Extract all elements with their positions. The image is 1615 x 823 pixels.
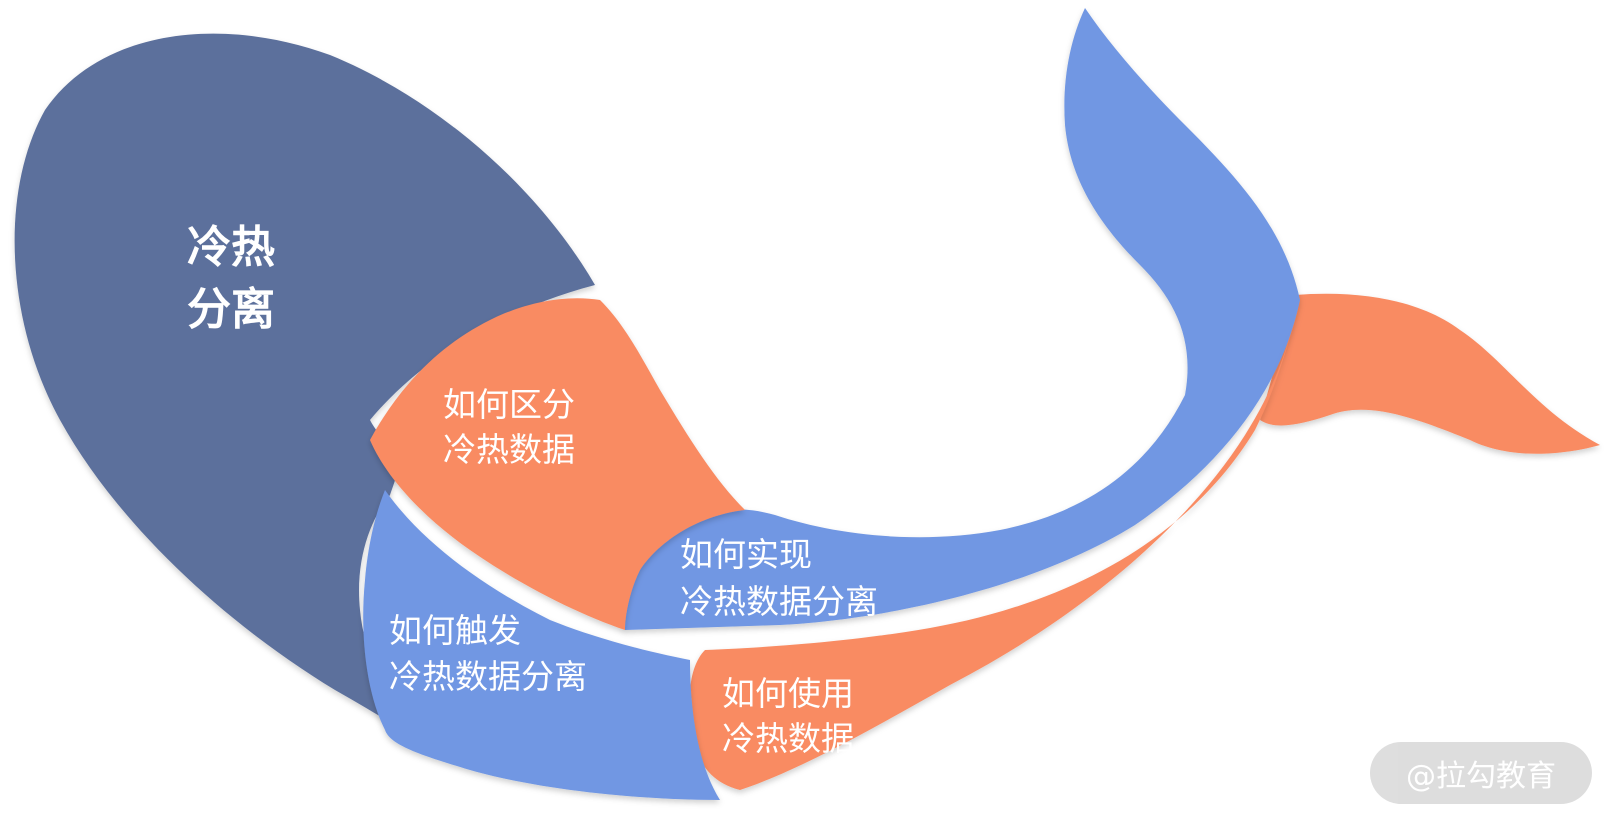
segment-distinguish-line1: 如何区分 [443,385,575,424]
segment-implement-line1: 如何实现 [680,535,812,574]
head-title-line2: 分离 [187,284,275,335]
segment-trigger-line2: 冷热数据分离 [389,657,587,696]
segment-distinguish-shape [370,298,745,630]
segment-trigger-shape [363,490,720,800]
segment-use-line2: 冷热数据 [722,719,854,758]
tail-fin-orange [1260,293,1600,454]
head-title-line1: 冷热 [187,222,275,273]
segment-use-shape [689,300,1300,790]
segment-trigger-line1: 如何触发 [389,611,521,650]
segment-distinguish-line2: 冷热数据 [443,430,575,469]
watermark-text: @拉勾教育 [1406,759,1556,794]
tail-fin-blue [621,8,1300,630]
watermark-badge: @拉勾教育 [1370,742,1592,804]
head-shape [14,33,595,736]
segment-implement-line2: 冷热数据分离 [680,582,878,621]
segment-use-line1: 如何使用 [722,674,854,713]
